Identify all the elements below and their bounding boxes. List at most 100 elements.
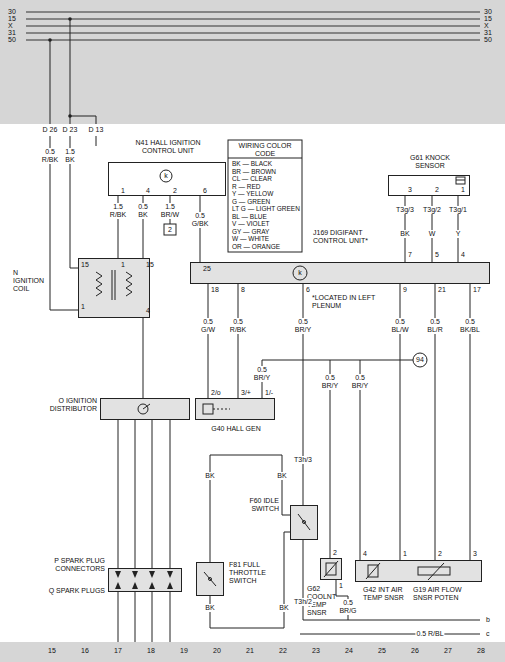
bus-label: 31 bbox=[8, 29, 16, 37]
pin-number: 2/o bbox=[211, 389, 221, 397]
coil-fill bbox=[78, 258, 150, 318]
coil-core bbox=[115, 270, 116, 300]
terminal-box bbox=[164, 224, 176, 235]
distributor-box: O IGNITION DISTRIBUTOR bbox=[100, 398, 190, 420]
wire-label: 0.5 G/W bbox=[200, 318, 216, 334]
component-label: G42 INT AIR TEMP SNSR bbox=[363, 586, 405, 602]
bus-line bbox=[26, 12, 480, 13]
legend-entry: V — VIOLET bbox=[232, 220, 270, 227]
pin-number: 2 bbox=[435, 186, 439, 194]
pin-number: 15 bbox=[81, 261, 89, 269]
wire bbox=[170, 592, 171, 642]
terminal-label: c bbox=[486, 630, 490, 638]
switch-fill bbox=[290, 505, 318, 540]
switch-symbol bbox=[209, 578, 212, 581]
grid-number: 26 bbox=[411, 647, 419, 655]
legend-entry: G — GREEN bbox=[232, 198, 270, 205]
wire-connector bbox=[210, 532, 290, 628]
hall-sender-box: G40 HALL GEN bbox=[195, 398, 275, 420]
legend-box bbox=[228, 140, 302, 252]
pin-number: 5 bbox=[435, 251, 439, 259]
component-label: G61 KNOCK SENSOR bbox=[400, 154, 460, 170]
knock-symbol bbox=[456, 177, 465, 184]
wire-label: 0.5 BR/G bbox=[338, 599, 357, 615]
plug-fill bbox=[108, 568, 182, 592]
wire-label: BK bbox=[399, 230, 410, 238]
plug-arrow bbox=[132, 582, 138, 589]
pin-number: 25 bbox=[203, 265, 211, 273]
pin-number: 1 bbox=[461, 186, 465, 194]
wire-label: BK bbox=[278, 604, 289, 612]
ecu-fill bbox=[190, 262, 490, 284]
component-label: N41 HALL IGNITION CONTROL UNIT bbox=[122, 139, 214, 155]
knock-sensor-box: G61 KNOCK SENSOR bbox=[388, 175, 470, 196]
thermistor-symbol bbox=[366, 563, 380, 579]
pin-number: 3 bbox=[473, 550, 477, 558]
legend-entry: R — RED bbox=[232, 183, 261, 190]
pin-number: 8 bbox=[241, 286, 245, 294]
wire-label: 0.5 BK/BL bbox=[459, 318, 481, 334]
wire bbox=[70, 116, 96, 124]
wire-label: 0.5 G/BK bbox=[191, 212, 210, 228]
grid-number: 25 bbox=[378, 647, 386, 655]
bus-label: 15 bbox=[484, 15, 492, 23]
junction-dot bbox=[48, 38, 52, 42]
wire bbox=[152, 592, 153, 642]
pin-number: 1/- bbox=[265, 389, 273, 397]
rotor-symbol bbox=[143, 404, 150, 409]
note: *LOCATED IN LEFT PLENUM bbox=[312, 294, 382, 310]
component-label: P SPARK PLUG CONNECTORS bbox=[27, 557, 105, 573]
component-label: O IGNITION DISTRIBUTOR bbox=[31, 397, 97, 413]
connector-label: T3g/2 bbox=[422, 206, 442, 214]
wire-label: Y bbox=[455, 230, 462, 238]
junction-dot bbox=[68, 114, 72, 118]
component-label: Q SPARK PLUGS bbox=[27, 587, 105, 595]
pin-number: 15 bbox=[146, 261, 154, 269]
wire-label: 1.5 R/BK bbox=[109, 203, 127, 219]
plug-arrow bbox=[115, 582, 121, 589]
legend-entry: LT G — LIGHT GREEN bbox=[232, 205, 300, 212]
grid-number: 18 bbox=[147, 647, 155, 655]
component-label: F81 FULL THROTTLE SWITCH bbox=[229, 561, 279, 585]
wire-label: 0.5 BR/Y bbox=[351, 374, 369, 390]
wire-label: 0.5 BR/Y bbox=[321, 374, 339, 390]
legend-entry: BK — BLACK bbox=[232, 160, 272, 167]
bus-label: X bbox=[484, 22, 489, 30]
plug-arrow bbox=[149, 582, 155, 589]
component-label: G40 HALL GEN bbox=[206, 425, 266, 433]
grid-number: 15 bbox=[48, 647, 56, 655]
hall-symbol bbox=[213, 409, 230, 410]
pin-number: 9 bbox=[403, 286, 407, 294]
wire-label: 0.5 BR/Y bbox=[294, 318, 312, 334]
plug-arrow bbox=[167, 582, 173, 589]
connector-label: T3g/3 bbox=[395, 206, 415, 214]
wire-connector bbox=[152, 420, 153, 568]
legend-entry: Y — YELLOW bbox=[232, 190, 273, 197]
pin-number: 1 bbox=[339, 582, 343, 590]
bus-line bbox=[26, 26, 480, 27]
pin-number: 3/+ bbox=[241, 389, 251, 397]
pin-number: 2 bbox=[333, 549, 337, 557]
legend-entry: BR — BROWN bbox=[232, 168, 276, 175]
wire-label: BK bbox=[204, 472, 215, 480]
thermistor-symbol bbox=[324, 561, 338, 577]
component-label: N IGNITION COIL bbox=[13, 269, 47, 293]
wire bbox=[96, 136, 97, 146]
pin-number: 2 bbox=[438, 550, 442, 558]
wire-connector bbox=[208, 284, 209, 398]
bus-line bbox=[26, 40, 480, 41]
plug-arrow bbox=[167, 571, 173, 578]
wire-label: 0.5 R/BK bbox=[229, 318, 247, 334]
junction-dot bbox=[68, 17, 72, 21]
distributor-fill bbox=[100, 398, 190, 420]
switch-symbol bbox=[204, 572, 216, 586]
bus-label: 50 bbox=[484, 36, 492, 44]
bus-band bbox=[0, 0, 505, 124]
terminal-label: 94 bbox=[416, 356, 424, 364]
pin-number: 21 bbox=[438, 286, 446, 294]
legend-entry: OR — ORANGE bbox=[232, 243, 280, 250]
bus-label: 31 bbox=[484, 29, 492, 37]
pin-number: 2 bbox=[173, 187, 177, 195]
grid-number: 27 bbox=[444, 647, 452, 655]
